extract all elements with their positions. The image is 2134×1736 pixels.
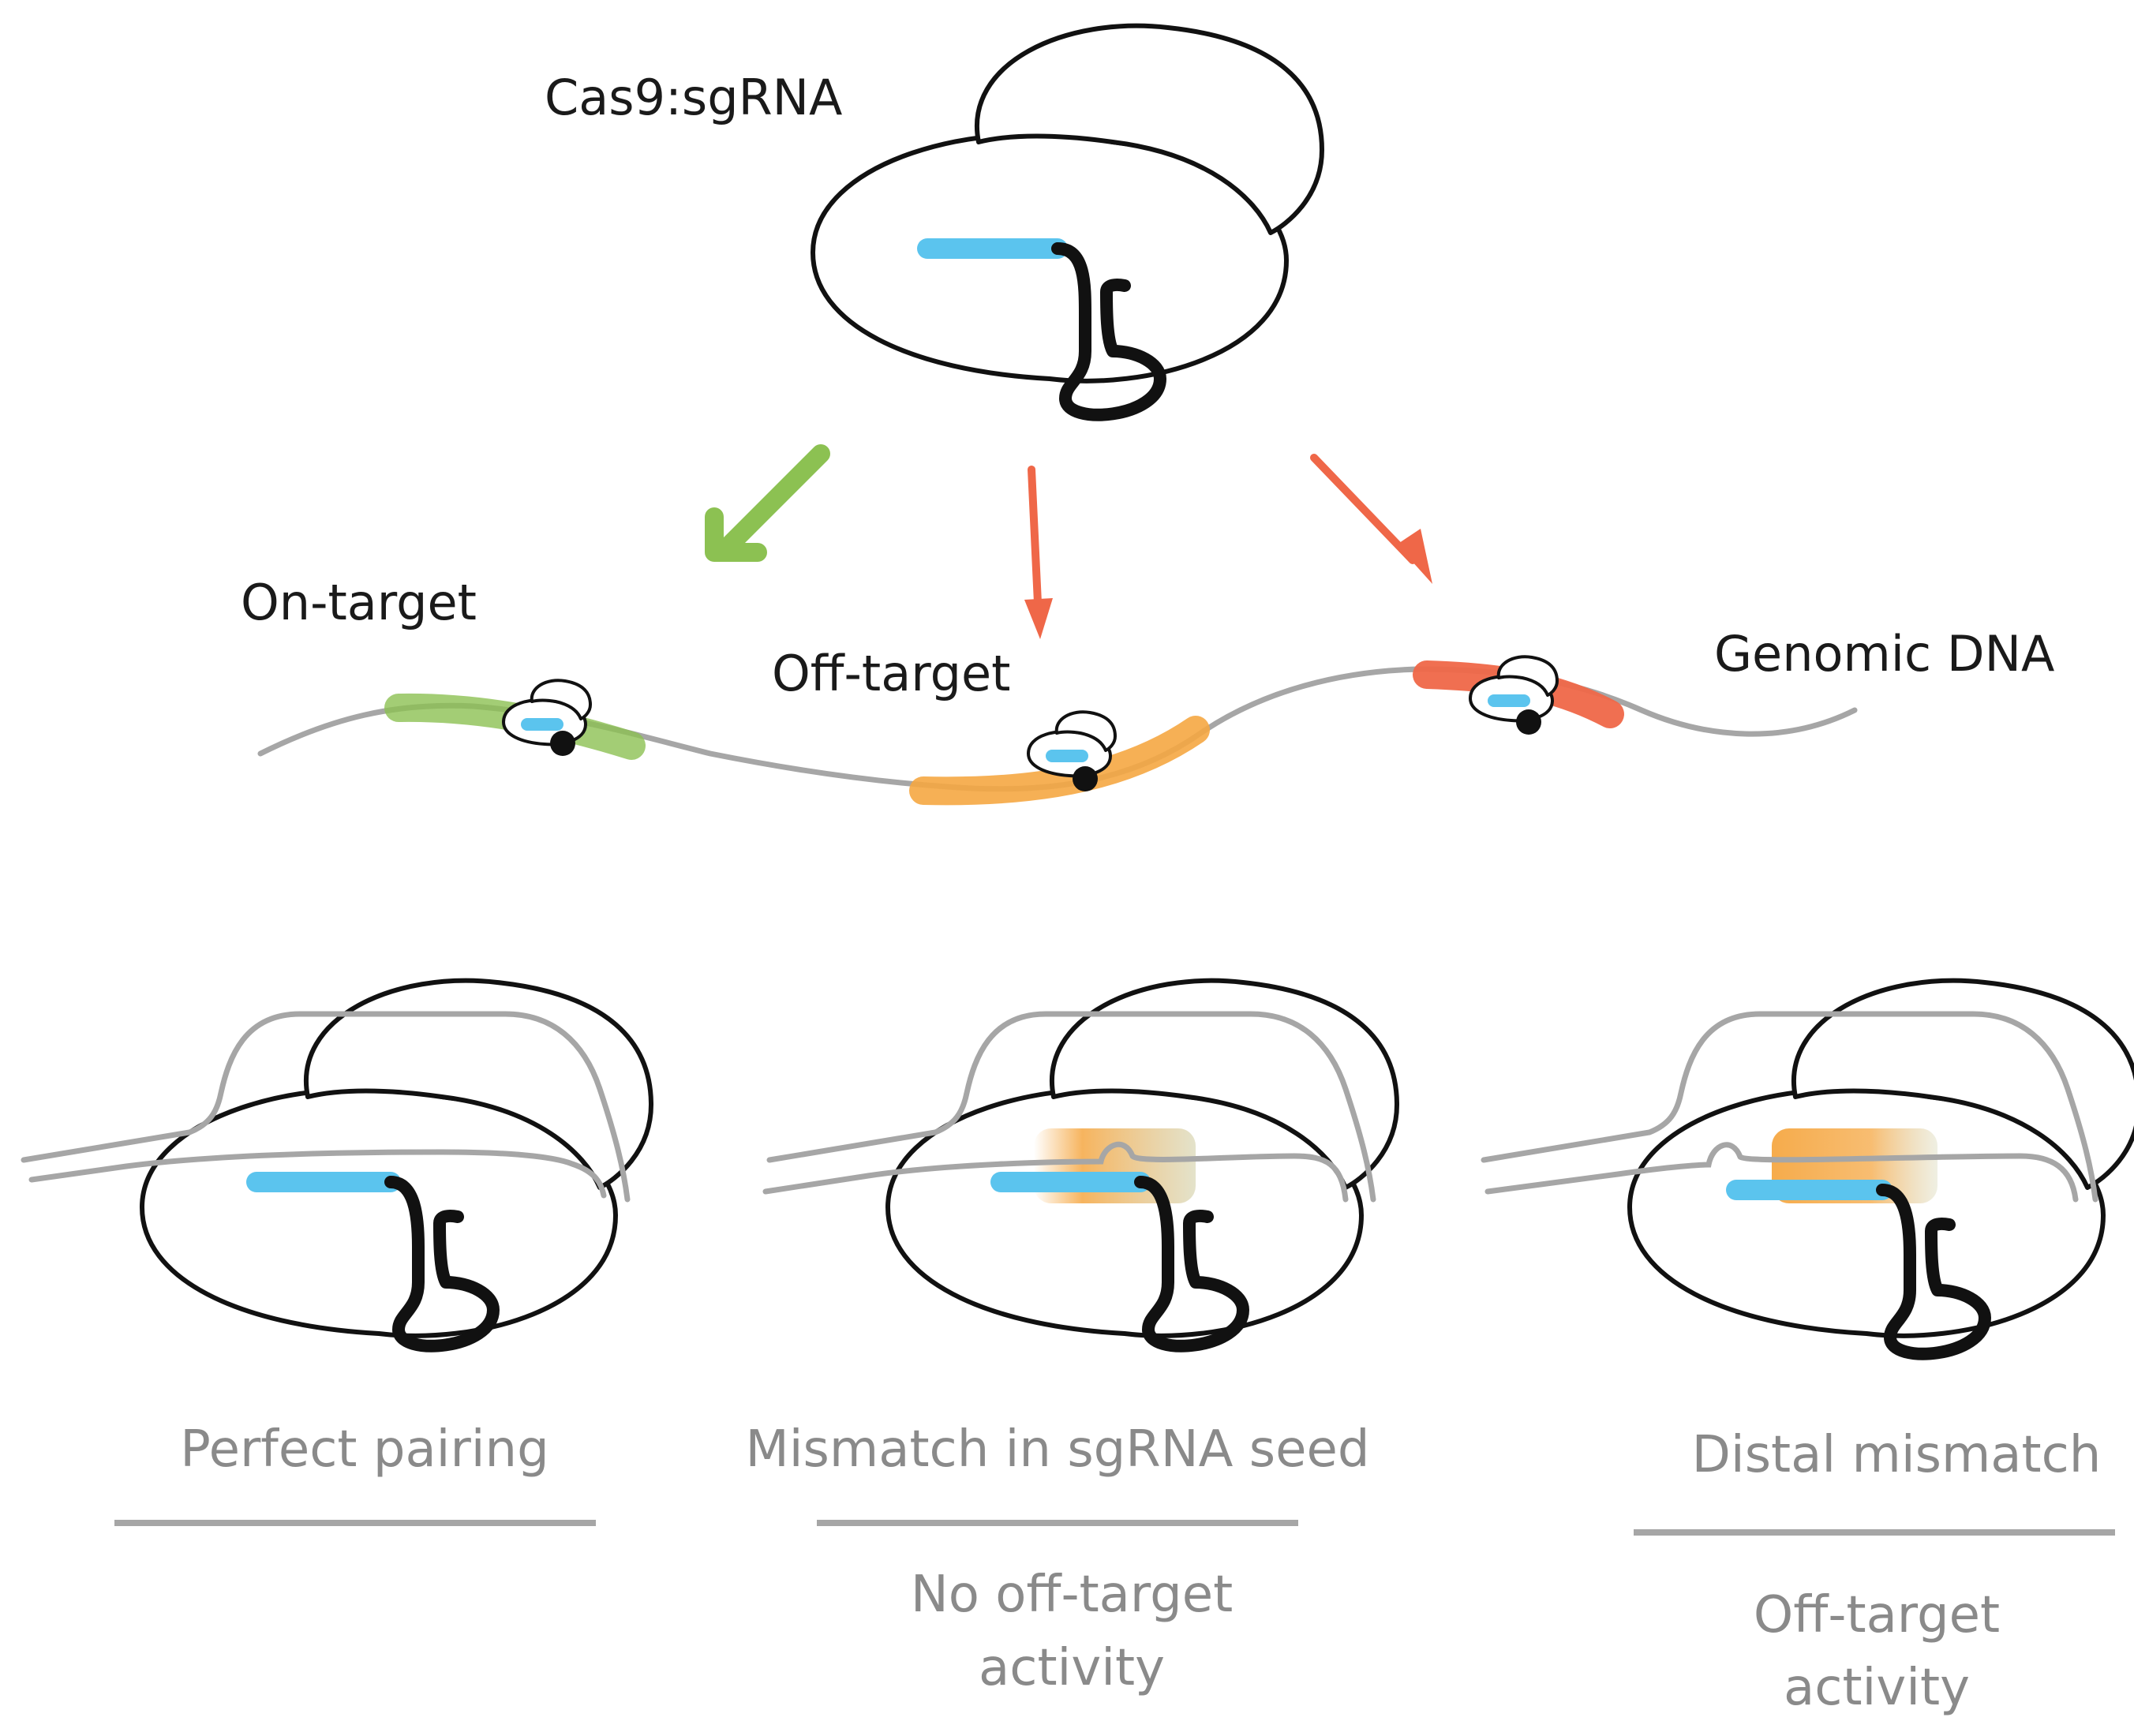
caption-perfect-pairing: Perfect pairing: [180, 1420, 548, 1479]
cas9-complex-icon: [502, 679, 592, 746]
dna-top-strand: [766, 1011, 1376, 1203]
cas9-complex-top: [813, 26, 1322, 421]
arrow-icon: [705, 507, 767, 562]
cas9-complex-icon: [813, 26, 1322, 381]
cas9-bound-on-target: [502, 679, 592, 756]
complex-label: Cas9:sgRNA: [545, 69, 842, 126]
panel-perfect-pairing: Perfect pairing: [21, 981, 651, 1526]
outcome-seed-line1: No off-target: [911, 1566, 1233, 1624]
arrow-icon: [1024, 598, 1053, 639]
panel-distal-mismatch: Distal mismatch Off-target activity: [1481, 981, 2134, 1717]
panel-seed-mismatch: Mismatch in sgRNA seed No off-target act…: [746, 981, 1397, 1697]
cas9-bound-off-target-orange: [1027, 710, 1117, 791]
arrow-to-on-target: [705, 444, 830, 562]
arrow-to-off-target-2: [1310, 454, 1432, 584]
dna-bottom-strand: [1484, 1142, 2079, 1203]
sgrna-scaffold-icon: [1051, 242, 1166, 421]
off-target-label: Off-target: [772, 645, 1010, 702]
caption-seed-mismatch: Mismatch in sgRNA seed: [746, 1420, 1370, 1479]
sgrna-scaffold-icon: [1134, 1176, 1249, 1353]
dna-bottom-strand: [28, 1149, 607, 1199]
off-target-site-orange: [909, 716, 1210, 806]
on-target-label: On-target: [241, 574, 477, 631]
dna-top-strand: [1481, 1011, 2098, 1203]
outcome-distal-line1: Off-target: [1754, 1586, 2000, 1644]
dna-top-strand: [21, 1011, 631, 1203]
arrow-to-off-target: [1024, 466, 1053, 639]
outcome-seed-line2: activity: [979, 1639, 1165, 1697]
dna-bottom-strand: [762, 1141, 1349, 1203]
sgrna-scaffold-icon: [1876, 1184, 1991, 1360]
caption-distal-mismatch: Distal mismatch: [1692, 1426, 2102, 1484]
outcome-distal-line2: activity: [1784, 1659, 1970, 1717]
cas9-complex-icon: [1027, 710, 1117, 778]
cas9-bound-off-target-red: [1469, 655, 1559, 735]
sgrna-scaffold-icon: [384, 1176, 500, 1353]
arrow-icon: [1397, 529, 1432, 584]
genomic-dna-label: Genomic DNA: [1714, 625, 2054, 683]
